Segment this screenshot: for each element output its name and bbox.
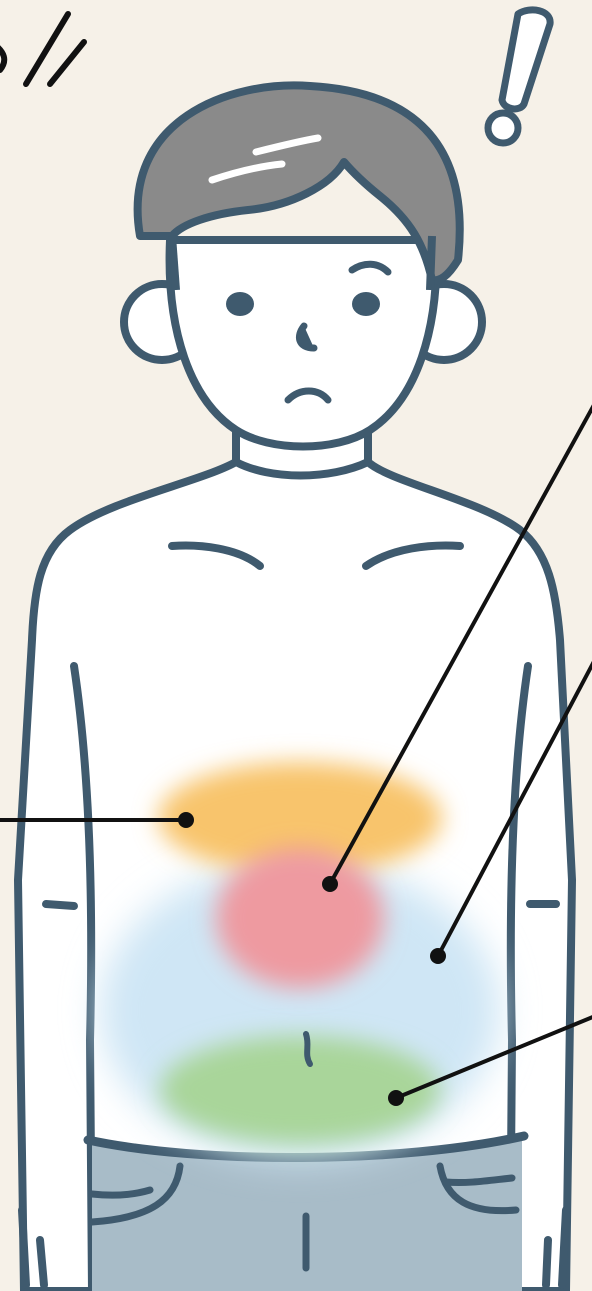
pain-zone-lower — [160, 1036, 440, 1144]
pain-zone-center — [216, 848, 384, 988]
head — [124, 85, 482, 446]
left-eye — [226, 292, 254, 316]
leader-dot-whole — [430, 948, 446, 964]
right-eye — [352, 292, 380, 316]
exclamation-icon — [488, 10, 550, 143]
leader-dot-upper — [178, 812, 194, 828]
leader-dot-lower — [388, 1090, 404, 1106]
tension-lines-icon — [0, 14, 84, 84]
leader-dot-center — [322, 876, 338, 892]
navel — [306, 1034, 310, 1064]
